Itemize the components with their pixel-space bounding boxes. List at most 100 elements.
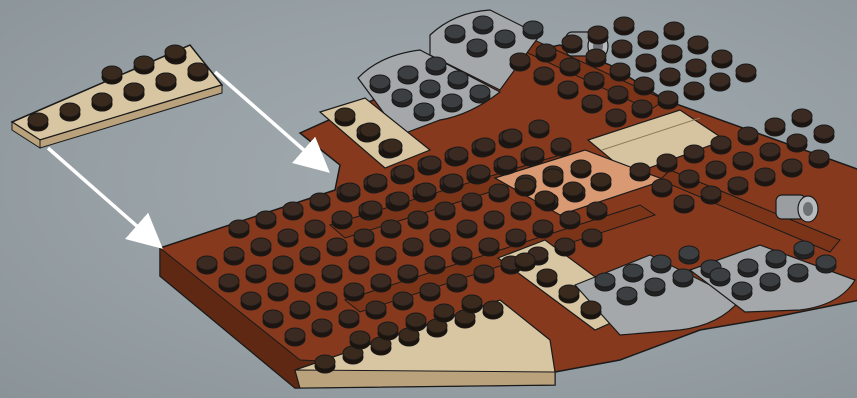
stud xyxy=(389,192,409,210)
stud xyxy=(403,238,423,256)
stud xyxy=(256,211,276,229)
stud xyxy=(416,183,436,201)
stud xyxy=(246,265,266,283)
stud xyxy=(295,274,315,292)
stud xyxy=(645,278,665,296)
stud xyxy=(555,238,575,256)
stud xyxy=(349,256,369,274)
stud xyxy=(711,136,731,154)
stud xyxy=(684,82,704,100)
stud xyxy=(219,274,239,292)
stud xyxy=(447,274,467,292)
stud xyxy=(816,255,836,273)
stud xyxy=(350,331,370,349)
stud xyxy=(370,75,390,93)
stud xyxy=(634,77,654,95)
stud xyxy=(448,147,468,165)
arrow-to-lower-slot xyxy=(48,148,155,242)
stud xyxy=(571,160,591,178)
stud xyxy=(290,301,310,319)
stud xyxy=(591,173,611,191)
stud xyxy=(344,283,364,301)
stud xyxy=(366,301,386,319)
stud xyxy=(614,17,634,35)
stud xyxy=(462,193,482,211)
stud xyxy=(524,147,544,165)
stud xyxy=(497,156,517,174)
stud xyxy=(657,154,677,172)
stud xyxy=(560,211,580,229)
stud xyxy=(467,39,487,57)
stud xyxy=(367,174,387,192)
stud xyxy=(792,109,812,127)
stud xyxy=(92,93,112,111)
stud xyxy=(584,72,604,90)
stud xyxy=(559,285,579,303)
stud xyxy=(511,202,531,220)
stud xyxy=(814,125,834,143)
stud xyxy=(398,265,418,283)
stud xyxy=(636,54,656,72)
stud xyxy=(268,283,288,301)
stud xyxy=(582,95,602,113)
stud xyxy=(660,68,680,86)
stud xyxy=(760,143,780,161)
stud xyxy=(263,310,283,328)
stud xyxy=(536,44,556,62)
wedge-plate-tan xyxy=(12,45,222,148)
stud xyxy=(124,83,144,101)
stud xyxy=(414,103,434,121)
stud xyxy=(674,195,694,213)
stud xyxy=(651,255,671,273)
stud xyxy=(479,238,499,256)
stud xyxy=(327,238,347,256)
stud xyxy=(28,113,48,131)
stud xyxy=(632,100,652,118)
stud xyxy=(623,264,643,282)
stud xyxy=(443,174,463,192)
stud xyxy=(728,177,748,195)
stud xyxy=(610,63,630,81)
stud xyxy=(394,165,414,183)
stud xyxy=(732,282,752,300)
stud xyxy=(543,169,563,187)
stud xyxy=(426,57,446,75)
stud xyxy=(608,86,628,104)
stud xyxy=(165,45,185,63)
main-assembly xyxy=(160,10,857,388)
stud xyxy=(738,127,758,145)
stud xyxy=(587,202,607,220)
stud xyxy=(736,64,756,82)
stud xyxy=(652,179,672,197)
stud xyxy=(664,22,684,40)
stud xyxy=(710,268,730,286)
stud xyxy=(378,322,398,340)
stud xyxy=(533,220,553,238)
stud xyxy=(340,183,360,201)
stud xyxy=(332,211,352,229)
tan-wedge-lower-edge xyxy=(295,370,555,388)
stud xyxy=(406,313,426,331)
stud xyxy=(617,287,637,305)
stud xyxy=(766,250,786,268)
stud xyxy=(502,129,522,147)
stud xyxy=(755,168,775,186)
stud xyxy=(523,21,543,39)
stud xyxy=(322,265,342,283)
stud xyxy=(229,220,249,238)
stud xyxy=(534,67,554,85)
stud xyxy=(582,229,602,247)
stud xyxy=(515,253,535,271)
stud xyxy=(452,247,472,265)
stud xyxy=(381,220,401,238)
stud xyxy=(362,201,382,219)
stud xyxy=(317,292,337,310)
stud xyxy=(408,211,428,229)
stud xyxy=(283,202,303,220)
stud xyxy=(506,229,526,247)
stud xyxy=(475,138,495,156)
stud xyxy=(537,269,557,287)
stud xyxy=(638,31,658,49)
stud xyxy=(551,138,571,156)
